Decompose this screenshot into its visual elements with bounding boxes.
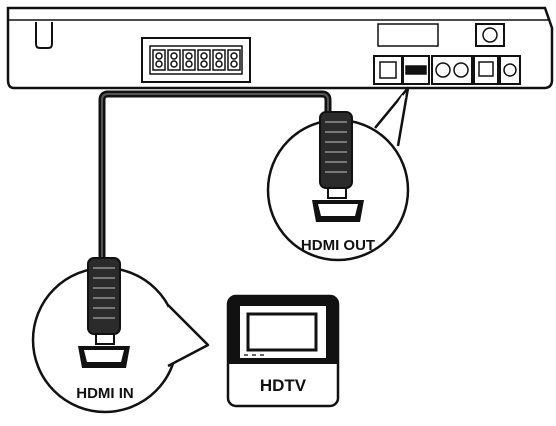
player-rear-panel-icon bbox=[6, 6, 554, 90]
hdmi-out-label: HDMI OUT bbox=[301, 237, 375, 254]
hdmi-in-callout: HDMI IN bbox=[31, 257, 210, 414]
hdmi-connector-icon bbox=[312, 111, 364, 222]
hdmi-out-callout: HDMI OUT bbox=[266, 86, 410, 262]
hdmi-connector-icon bbox=[78, 257, 130, 368]
hdtv-label: HDTV bbox=[260, 376, 307, 395]
hdmi-in-label: HDMI IN bbox=[76, 385, 134, 402]
tv-icon: HDTV bbox=[226, 294, 340, 408]
